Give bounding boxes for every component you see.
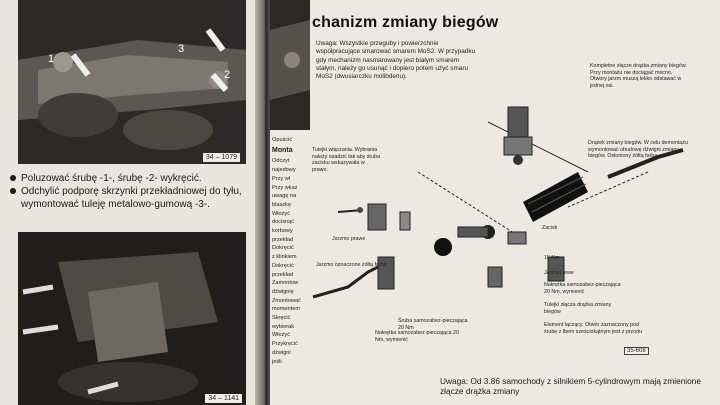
label-bolt: Śruba samozabez-pieczająca 20 Nm: [398, 318, 468, 331]
instruction-text: Poluzować śrubę -1-, śrubę -2- wykręcić.: [21, 173, 202, 184]
col-line: Zmontować: [272, 297, 301, 304]
col-line: korbowy: [272, 228, 293, 235]
engine-photo-top: 1 2 3 34 – 1079: [18, 0, 246, 164]
truncated-column: Opuścić Monta Odczyt najedowy Przy wł Pr…: [272, 136, 310, 366]
col-line: przekład: [272, 271, 294, 278]
col-line: dźwignię: [272, 288, 294, 295]
label-right-yoke: Jarzmo prawe: [332, 236, 366, 242]
bullet-icon: [10, 188, 16, 194]
label-nut: Nakrętka samozabez-pieczająca 20 Nm, wym…: [544, 282, 621, 295]
col-line: uwagę na: [272, 193, 297, 200]
col-line: Zamontow: [272, 280, 299, 287]
bullet-icon: [10, 175, 16, 181]
figure-number-top: 34 – 1079: [202, 153, 240, 162]
col-line: przekład: [272, 236, 294, 243]
rubber-boot: [523, 172, 588, 222]
label-shift-rod: Drążek zmiany biegów. W celu demontażu w…: [588, 140, 688, 159]
left-page: 1 2 3 34 – 1079 Poluzować śrubę -1-, śru…: [0, 0, 262, 405]
instruction-item: Odchylić podporę skrzynki przekładniowej…: [10, 185, 250, 211]
col-line: momentem: [272, 306, 300, 313]
partial-photo: [270, 0, 310, 130]
label-left-yoke: Jarzmo lewe: [544, 270, 574, 276]
col-line: Skręcić: [272, 315, 291, 322]
label-bushing: Tulejki włączania. Wybrania należy osadz…: [312, 147, 381, 173]
col-line: Odczyt: [272, 158, 290, 165]
col-line: najedowy: [272, 167, 296, 174]
page-title: chanizm zmiany biegów: [312, 14, 499, 31]
lubrication-note: Uwaga: Wszystkie przeguby i powierzchnie…: [316, 40, 476, 81]
label-nut-2: Nakrętka samozabez-pieczająca 20 Nm, wym…: [375, 330, 459, 343]
label-clamp: Zacisk: [542, 225, 558, 231]
col-line: Włożyć: [272, 210, 291, 217]
col-line: Przykręcić: [272, 341, 298, 348]
gear-linkage-diagram: [312, 106, 684, 299]
left-instructions: Poluzować śrubę -1-, śrubę -2- wykręcić.…: [10, 172, 250, 211]
label-yellow-yoke: Jarzmo oznaczone żółtą farbą: [316, 262, 387, 268]
col-line: Dokręcić: [272, 245, 294, 252]
label-bushes: Tulejki złącza drążka zmiany biegów: [544, 302, 612, 315]
instruction-text: Odchylić podporę skrzynki przekładniowej…: [21, 186, 242, 210]
col-line: blaszkę: [272, 201, 291, 208]
col-line: docisnąć: [272, 219, 295, 226]
col-line: Włożyć: [272, 332, 291, 339]
bottom-note: Uwaga: Od 3.86 samochody z silnikiem 5-c…: [440, 376, 701, 396]
figure-number-bottom: 34 – 1141: [205, 394, 242, 403]
joint-assembly: [503, 106, 533, 165]
col-line: z klinkiem: [272, 254, 297, 261]
shift-rod: [607, 148, 684, 179]
right-page: chanizm zmiany biegów Uwaga: Wszystkie p…: [270, 0, 720, 405]
central-linkage: [367, 203, 527, 256]
col-line: Opuścić: [272, 137, 293, 143]
col-line: Przy wł: [272, 175, 291, 182]
yoke-parts: [377, 256, 565, 290]
col-line: Dokręcić: [272, 262, 294, 269]
col-heading: Monta: [272, 146, 293, 154]
callout-1: 1: [48, 53, 54, 65]
label-joint: Kompletne złącze drążka zmiany biegów. P…: [590, 63, 687, 89]
col-line: dźwigni: [272, 349, 291, 356]
callout-3: 3: [178, 43, 184, 55]
figure-number: 35-608: [624, 347, 649, 355]
callout-2: 2: [224, 69, 230, 81]
instruction-item: Poluzować śrubę -1-, śrubę -2- wykręcić.: [10, 172, 250, 185]
col-line: wybierak: [272, 323, 295, 330]
col-line: jeśli: [272, 358, 282, 365]
engine-photo-bottom: 34 – 1141: [18, 232, 246, 405]
label-torque: 15 Nm: [544, 255, 560, 261]
label-connector: Element łączący. Otwór zaznaczony pod śr…: [544, 322, 643, 335]
col-line: Przy wkaz: [272, 184, 298, 191]
